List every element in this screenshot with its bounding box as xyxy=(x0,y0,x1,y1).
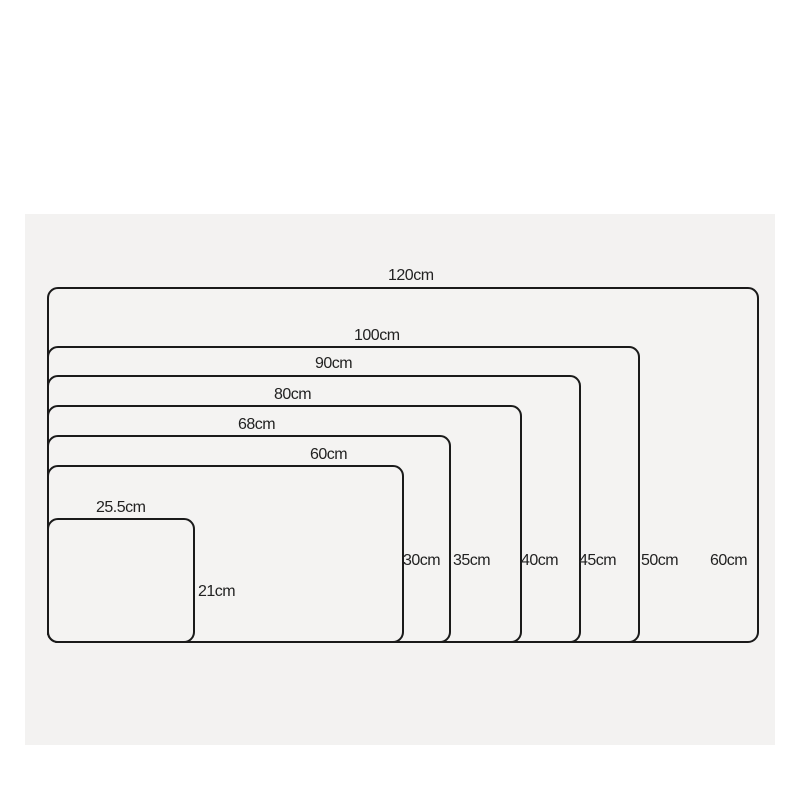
width-label-60: 60cm xyxy=(310,446,348,463)
height-label-50: 50cm xyxy=(641,552,679,569)
height-label-60: 60cm xyxy=(710,552,748,569)
width-label-68: 68cm xyxy=(238,416,276,433)
height-label-45: 45cm xyxy=(579,552,617,569)
width-label-120: 120cm xyxy=(388,267,434,284)
height-label-21: 21cm xyxy=(198,583,236,600)
width-label-80: 80cm xyxy=(274,386,312,403)
width-label-90: 90cm xyxy=(315,355,353,372)
mat-outline-25.5x21 xyxy=(47,518,195,643)
height-label-35: 35cm xyxy=(453,552,491,569)
height-label-30: 30cm xyxy=(403,552,441,569)
width-label-100: 100cm xyxy=(354,327,400,344)
width-label-25.5: 25.5cm xyxy=(96,499,146,516)
height-label-40: 40cm xyxy=(521,552,559,569)
